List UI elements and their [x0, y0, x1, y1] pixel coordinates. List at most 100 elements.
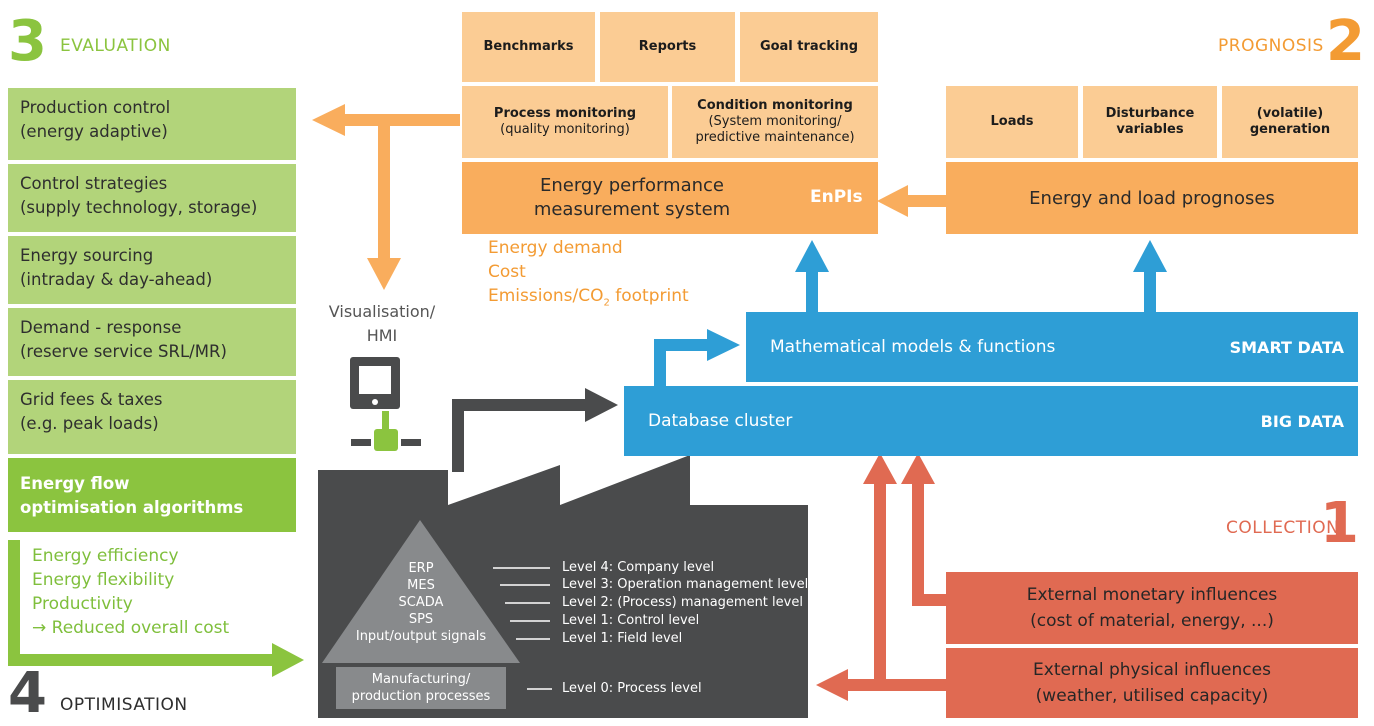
outcomes-list: Energy efficiency Energy flexibility Pro… [32, 544, 229, 640]
pyramid-item: Input/output signals [355, 629, 487, 644]
smart-data-label: Mathematical models & functions [770, 337, 1056, 357]
evaluation-item-title: Demand - response [20, 318, 182, 337]
loads-box: Loads [946, 86, 1078, 158]
smart-to-enpms-arrowhead [795, 240, 829, 272]
evaluation-item-title: Energy sourcing [20, 246, 154, 265]
kpi-subscript: 2 [603, 297, 610, 309]
reports-box: Reports [600, 12, 735, 82]
physical-to-factory-arrowhead [816, 669, 848, 701]
collection-number: 1 [1320, 491, 1359, 556]
prognoses-to-enpms-arrowhead [877, 185, 908, 217]
condition-monitoring-box: Condition monitoring (System monitoring/… [672, 86, 878, 158]
outcome-item: Energy efficiency [32, 546, 179, 566]
disturbance-line: Disturbance [1105, 106, 1195, 121]
prognosis-title: PROGNOSIS [1218, 36, 1324, 56]
factory-to-database-arrow [452, 399, 590, 472]
enpis-tag: EnPIs [810, 187, 863, 207]
process-monitoring-box: Process monitoring (quality monitoring) [462, 86, 668, 158]
evaluation-item-sub: (supply technology, storage) [20, 198, 258, 217]
process-monitoring-sub: (quality monitoring) [500, 122, 630, 137]
outcome-item: Energy flexibility [32, 570, 175, 590]
external-physical-title: External physical influences [1033, 660, 1271, 680]
manufacturing-line: Manufacturing/ [371, 672, 471, 687]
database-to-smart-arrowhead [707, 329, 740, 361]
disturbance-line: variables [1116, 122, 1184, 137]
to-hmi-arrowhead [367, 258, 401, 290]
monitoring-to-evaluation-arrowhead [312, 104, 345, 136]
manufacturing-label: Manufacturing/ production processes [336, 671, 506, 705]
kpi-item: Energy demand [488, 238, 623, 258]
pyramid-item: ERP [408, 561, 434, 576]
enpms-line: Energy performance [539, 175, 725, 196]
evaluation-item-sub: (intraday & day-ahead) [20, 270, 213, 289]
evaluation-item-sub: (reserve service SRL/MR) [20, 342, 227, 361]
pyramid-item: SPS [408, 612, 434, 627]
algorithms-title: Energy flow [20, 474, 130, 493]
smart-data-box: Mathematical models & functions SMART DA… [746, 312, 1358, 382]
kpi-item: Emissions/CO2 footprint [488, 284, 689, 315]
condition-monitoring-sub: (System monitoring/ [708, 114, 842, 129]
evaluation-item-sub: (e.g. peak loads) [20, 414, 159, 433]
evaluation-item-title: Grid fees & taxes [20, 390, 163, 409]
evaluation-item-title: Control strategies [20, 174, 168, 193]
pyramid-item: SCADA [398, 595, 444, 610]
optimisation-title: OPTIMISATION [60, 695, 188, 715]
prognosis-number: 2 [1326, 9, 1365, 74]
external-monetary-sub: (cost of material, energy, ...) [1030, 611, 1274, 631]
evaluation-item: Energy sourcing (intraday & day-ahead) [8, 236, 296, 304]
kpi-footprint: footprint [609, 286, 689, 306]
hmi-label: Visualisation/ HMI [318, 300, 446, 348]
evaluation-number: 3 [8, 9, 47, 74]
condition-monitoring-title: Condition monitoring [697, 98, 853, 113]
manufacturing-line: production processes [351, 689, 491, 704]
outcome-item: → Reduced overall cost [32, 618, 230, 638]
evaluation-item: Demand - response (reserve service SRL/M… [8, 308, 296, 376]
enpms-box: Energy performance measurement system En… [462, 162, 878, 234]
prognoses-box: Energy and load prognoses [946, 162, 1358, 234]
smart-data-tag: SMART DATA [1229, 338, 1344, 357]
physical-to-database-arrowhead [863, 453, 897, 484]
evaluation-item: Control strategies (supply technology, s… [8, 164, 296, 232]
evaluation-item: Grid fees & taxes (e.g. peak loads) [8, 380, 296, 454]
evaluation-item: Production control (energy adaptive) [8, 88, 296, 160]
algorithms-sub: optimisation algorithms [20, 498, 244, 517]
external-monetary-title: External monetary influences [1026, 585, 1278, 605]
level-label: Level 4: Company level [562, 560, 715, 575]
manufacturing-base [336, 667, 506, 709]
optimisation-arrow [8, 540, 276, 666]
big-data-label: Database cluster [648, 411, 793, 431]
benchmarks-box: Benchmarks [462, 12, 595, 82]
pyramid-item: MES [407, 578, 435, 593]
enpms-label: Energy performance measurement system [462, 174, 802, 222]
smart-to-prognoses-arrowhead [1133, 240, 1167, 272]
level-label: Level 1: Control level [562, 613, 700, 628]
disturbance-box: Disturbance variables [1083, 86, 1217, 158]
big-data-tag: BIG DATA [1260, 412, 1344, 431]
level-label: Level 1: Field level [562, 631, 683, 646]
automation-pyramid [322, 520, 520, 663]
optimisation-number: 4 [8, 661, 47, 726]
level-label: Level 3: Operation management level [562, 577, 809, 592]
optimisation-arrowhead [272, 643, 304, 677]
factory-to-database-arrowhead [585, 388, 618, 422]
monetary-to-database-arrow [912, 480, 946, 606]
enpms-line: measurement system [533, 199, 731, 220]
hmi-line: Visualisation/ [328, 302, 436, 321]
generation-line: (volatile) [1256, 106, 1324, 121]
goal-tracking-box: Goal tracking [740, 12, 878, 82]
evaluation-item-sub: (energy adaptive) [20, 122, 168, 141]
monetary-to-database-arrowhead [901, 453, 935, 484]
database-to-smart-arrow [654, 339, 710, 386]
big-data-box: Database cluster BIG DATA [624, 386, 1358, 456]
level-label: Level 2: (Process) management level [562, 595, 803, 610]
monitor-icon [350, 357, 421, 451]
external-physical-sub: (weather, utilised capacity) [1035, 686, 1269, 706]
evaluation-title: EVALUATION [60, 36, 171, 56]
algorithms-box: Energy flow optimisation algorithms [8, 458, 296, 532]
pyramid-labels: ERP MES SCADA SPS Input/output signals [326, 560, 516, 645]
level-label: Level 0: Process level [562, 681, 702, 696]
kpi-emissions: Emissions/CO [488, 286, 604, 306]
condition-monitoring-sub: predictive maintenance) [695, 130, 855, 145]
generation-line: generation [1249, 122, 1331, 137]
